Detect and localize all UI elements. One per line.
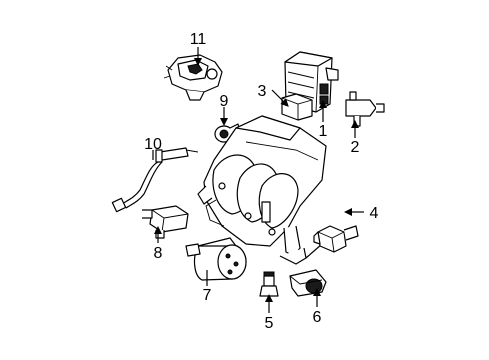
part-6-map-sensor xyxy=(289,269,327,297)
part-10-hose xyxy=(111,147,199,213)
part-5-sensor xyxy=(259,271,279,297)
part-3-connector xyxy=(281,93,313,121)
callout-6: 6 xyxy=(313,309,322,326)
part-11-throttle-actuator xyxy=(163,54,223,101)
callout-8: 8 xyxy=(154,245,163,262)
callout-3: 3 xyxy=(258,83,267,100)
part-4-solenoid xyxy=(313,225,359,253)
part-7-pump xyxy=(185,237,247,281)
callout-10: 10 xyxy=(144,136,162,153)
callout-2: 2 xyxy=(351,139,360,156)
part-8-purge-valve xyxy=(142,205,189,239)
callout-4: 4 xyxy=(370,205,379,222)
callout-7: 7 xyxy=(203,287,212,304)
part-2-vacuum-valve xyxy=(345,91,385,127)
callouts: 11 9 10 3 1 2 4 8 7 5 6 xyxy=(144,31,378,332)
callout-11: 11 xyxy=(190,31,207,48)
callout-5: 5 xyxy=(265,315,274,332)
callout-9: 9 xyxy=(220,93,229,110)
leader-3 xyxy=(271,89,289,107)
intake-manifold xyxy=(197,115,327,265)
leader-lines xyxy=(152,47,364,313)
callout-1: 1 xyxy=(319,123,328,140)
